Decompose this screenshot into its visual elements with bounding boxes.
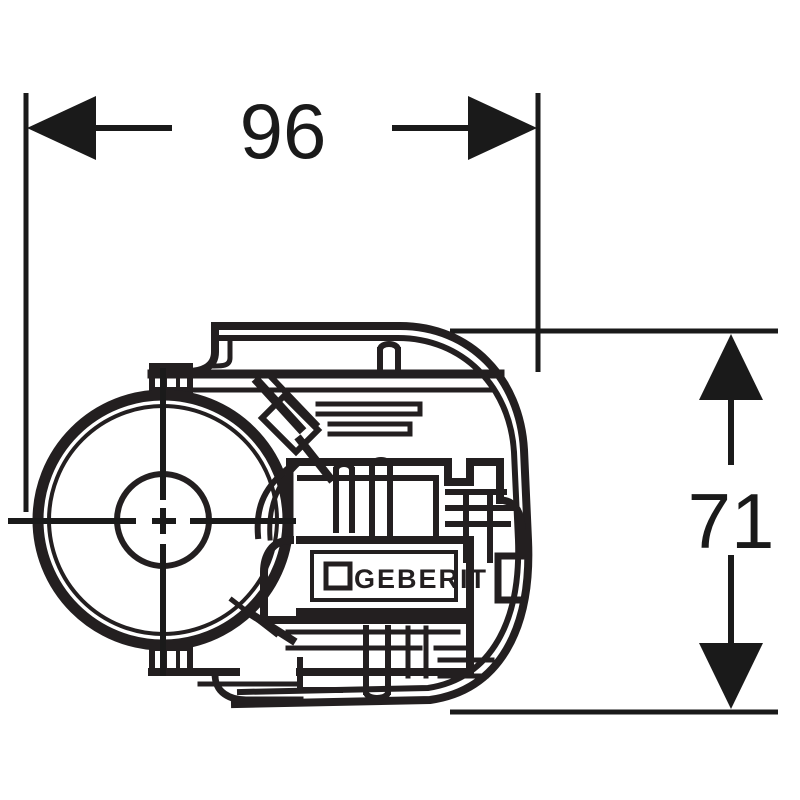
tube-curve-left: [254, 465, 291, 540]
top-clip-arm-inner: [211, 339, 233, 369]
lower-rails: [285, 629, 467, 651]
tube-curve-left-b: [267, 458, 304, 541]
right-ladder-detail: [445, 489, 515, 563]
housing-fin-2: [369, 463, 393, 541]
nameplate-frame: [310, 550, 458, 602]
dimension-vertical-71: 71: [688, 334, 775, 709]
dimension-horizontal-96: 96: [27, 87, 537, 175]
linkage-arm-bottom-b: [228, 596, 280, 638]
cavity-left-curve: [260, 535, 295, 624]
right-shoulder-curve: [494, 496, 526, 560]
dimension-label-width: 96: [240, 87, 327, 175]
left-mount-block: [149, 363, 193, 393]
housing-fin-1: [333, 467, 355, 533]
pivot-diamond: [257, 391, 323, 457]
arrowhead-up-icon: [699, 334, 763, 400]
arrowhead-right-icon: [468, 96, 537, 160]
bottom-clip-arm: [211, 672, 304, 704]
lower-bracket: [297, 657, 343, 693]
housing-top-profile: [286, 458, 504, 504]
right-notch: [494, 552, 526, 604]
extension-lines: [23, 93, 778, 715]
linkage-arm-upper-b: [267, 373, 321, 429]
nameplate-square-mark: [323, 561, 353, 591]
tab-upper: [315, 401, 423, 417]
housing-fin-2-cap: [368, 457, 394, 470]
housing-fin-1-cap: [332, 461, 356, 474]
housing-inner-top: [297, 475, 439, 543]
lower-right-rails: [437, 657, 495, 679]
body-outer-shell: [211, 322, 533, 709]
dimension-label-height: 71: [688, 477, 775, 565]
tab-lower: [327, 421, 413, 437]
brand-label-geberit: GEBERIT: [354, 564, 488, 594]
arrowhead-down-icon: [699, 643, 763, 709]
lower-stem: [362, 625, 392, 701]
nameplate-cavity: [296, 536, 474, 616]
center-mark-crosshair: [8, 368, 296, 676]
top-lug: [376, 341, 402, 377]
arrowhead-left-icon: [27, 96, 96, 160]
lower-fin: [405, 625, 429, 679]
